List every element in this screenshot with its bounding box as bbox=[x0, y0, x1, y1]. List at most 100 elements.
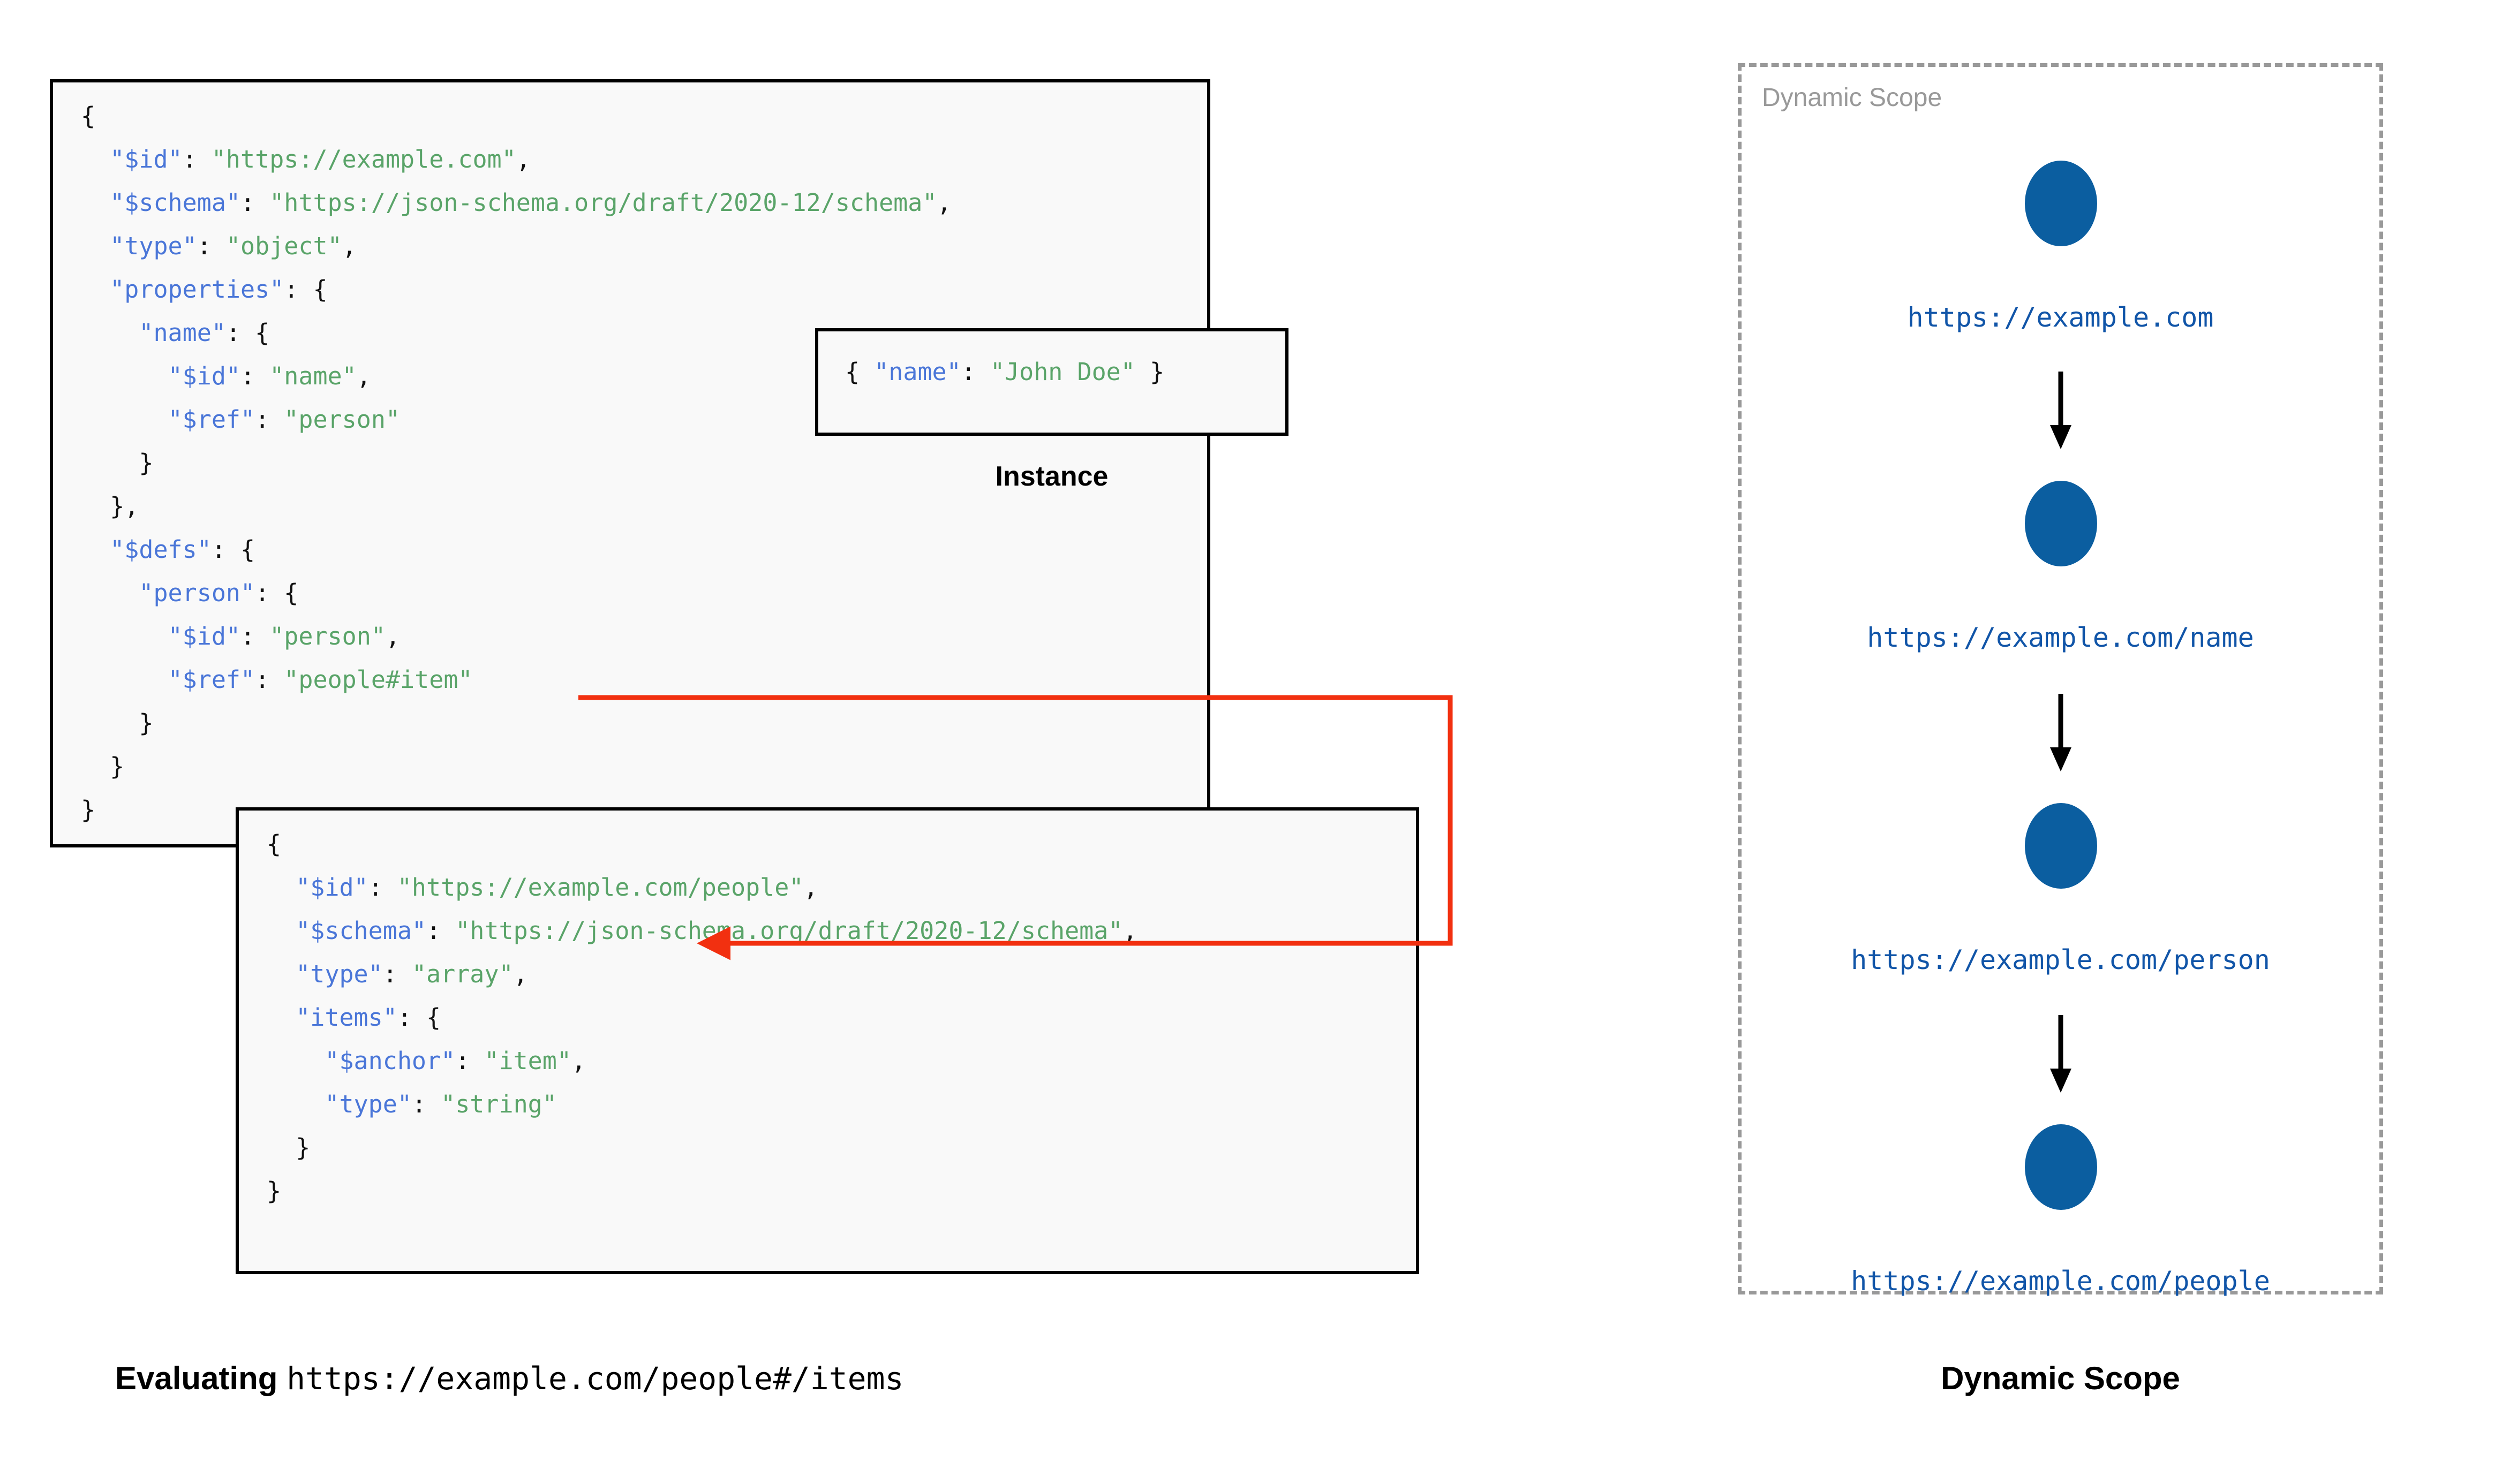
json-punct: } bbox=[81, 796, 96, 824]
json-punct: , bbox=[516, 145, 531, 173]
evaluating-caption-bold: Evaluating bbox=[115, 1360, 278, 1396]
code-line: "items": { bbox=[267, 996, 1137, 1039]
code-line: }, bbox=[81, 484, 952, 528]
json-string: "person" bbox=[269, 622, 386, 650]
json-key: "name" bbox=[139, 319, 226, 347]
json-key: "$schema" bbox=[296, 917, 427, 945]
code-line: "$schema": "https://json-schema.org/draf… bbox=[81, 181, 951, 224]
dynamic-scope-caption: Dynamic Scope bbox=[1941, 1360, 2180, 1396]
dynamic-scope-panel bbox=[1738, 63, 2383, 1294]
scope-flow-arrow bbox=[2049, 694, 2071, 771]
json-key: "type" bbox=[296, 960, 383, 988]
dynamic-scope-panel-title: Dynamic Scope bbox=[1762, 84, 1942, 112]
json-key: "name" bbox=[874, 358, 961, 386]
json-punct: : { bbox=[397, 1003, 441, 1032]
json-key: "items" bbox=[296, 1003, 397, 1032]
json-string: "https://json-schema.org/draft/2020-12/s… bbox=[455, 917, 1123, 945]
json-punct: : bbox=[182, 145, 212, 173]
instance-caption: Instance bbox=[995, 461, 1109, 492]
code-line: "properties": { bbox=[81, 268, 952, 311]
scope-node-circle bbox=[2024, 481, 2097, 566]
json-punct: : { bbox=[225, 319, 270, 347]
json-punct: : bbox=[255, 405, 284, 434]
scope-node-circle bbox=[2024, 161, 2097, 246]
evaluating-caption-uri: https://example.com/people#/items bbox=[287, 1360, 904, 1397]
scope-node-circle bbox=[2024, 803, 2097, 889]
json-key: "$schema" bbox=[110, 188, 241, 217]
code-line: "$id": "https://example.com/people", bbox=[267, 866, 1137, 909]
code-line: "$ref": "people#item" bbox=[81, 658, 952, 701]
code-line: "name": { bbox=[81, 311, 952, 354]
json-string: "string" bbox=[441, 1090, 557, 1118]
json-punct: , bbox=[803, 873, 818, 902]
json-key: "$defs" bbox=[110, 535, 212, 564]
json-punct: , bbox=[356, 362, 371, 390]
code-line: "$ref": "person" bbox=[81, 398, 952, 441]
code-line: { bbox=[81, 94, 952, 138]
json-punct: , bbox=[571, 1047, 586, 1075]
json-string: "John Doe" bbox=[990, 358, 1135, 386]
code-line: "$id": "person", bbox=[81, 615, 952, 658]
scope-node-label: https://example.com/people bbox=[1851, 1266, 2270, 1297]
code-line: "$id": "https://example.com", bbox=[81, 138, 952, 181]
people-schema-code: { "$id": "https://example.com/people", "… bbox=[267, 822, 1137, 1213]
json-key: "type" bbox=[110, 232, 197, 260]
code-line: "type": "array", bbox=[267, 952, 1137, 996]
json-string: "item" bbox=[484, 1047, 571, 1075]
ref-resolution-arrow bbox=[578, 695, 1453, 960]
scope-flow-arrow bbox=[2049, 372, 2071, 449]
json-key: "type" bbox=[325, 1090, 412, 1118]
json-punct: { bbox=[845, 358, 875, 386]
json-punct: : bbox=[426, 917, 456, 945]
json-key: "$id" bbox=[296, 873, 368, 902]
json-string: "name" bbox=[269, 362, 357, 390]
json-punct: } bbox=[139, 449, 154, 477]
code-line: } bbox=[81, 441, 952, 484]
json-punct: } bbox=[1135, 358, 1165, 386]
json-punct: } bbox=[296, 1133, 311, 1162]
json-punct: : bbox=[255, 665, 284, 694]
code-line: "type": "object", bbox=[81, 224, 952, 268]
json-punct: , bbox=[1122, 917, 1137, 945]
code-line: "$anchor": "item", bbox=[267, 1039, 1137, 1082]
json-punct: }, bbox=[110, 492, 139, 520]
code-line: } bbox=[81, 701, 952, 745]
root-schema-box: { "$id": "https://example.com", "$schema… bbox=[50, 79, 1210, 847]
json-string: "array" bbox=[411, 960, 514, 988]
code-line: } bbox=[267, 1126, 1137, 1169]
json-punct: , bbox=[513, 960, 528, 988]
json-string: "https://example.com/people" bbox=[397, 873, 804, 902]
ref-arrow-path bbox=[578, 695, 1453, 960]
json-string: "https://json-schema.org/draft/2020-12/s… bbox=[269, 188, 937, 217]
code-line: } bbox=[81, 788, 952, 831]
scope-node-circle bbox=[2024, 1124, 2097, 1210]
code-line: "$schema": "https://json-schema.org/draf… bbox=[267, 909, 1137, 952]
json-punct: : { bbox=[255, 579, 299, 607]
json-punct: : { bbox=[211, 535, 255, 564]
json-string: "person" bbox=[284, 405, 401, 434]
scope-flow-arrow bbox=[2049, 1015, 2071, 1093]
root-schema-code: { "$id": "https://example.com", "$schema… bbox=[81, 94, 952, 831]
instance-box: { "name": "John Doe" } bbox=[815, 328, 1288, 436]
code-line: { "name": "John Doe" } bbox=[845, 357, 1164, 387]
json-key: "$ref" bbox=[168, 665, 255, 694]
json-punct: : bbox=[240, 362, 270, 390]
json-punct: : bbox=[240, 188, 270, 217]
json-punct: : { bbox=[284, 275, 328, 304]
code-line: } bbox=[81, 745, 952, 788]
json-string: "people#item" bbox=[284, 665, 473, 694]
people-schema-box: { "$id": "https://example.com/people", "… bbox=[236, 807, 1419, 1274]
evaluating-caption: Evaluating https://example.com/people#/i… bbox=[115, 1360, 903, 1397]
json-key: "$ref" bbox=[168, 405, 255, 434]
code-line: { bbox=[267, 822, 1137, 866]
instance-code: { "name": "John Doe" } bbox=[845, 357, 1164, 387]
scope-node-label: https://example.com/name bbox=[1867, 622, 2254, 653]
json-string: "https://example.com" bbox=[211, 145, 516, 173]
json-key: "$id" bbox=[110, 145, 183, 173]
json-punct: { bbox=[267, 830, 282, 858]
json-punct: } bbox=[267, 1177, 282, 1205]
json-punct: : bbox=[382, 960, 412, 988]
json-punct: , bbox=[342, 232, 357, 260]
json-key: "person" bbox=[139, 579, 255, 607]
